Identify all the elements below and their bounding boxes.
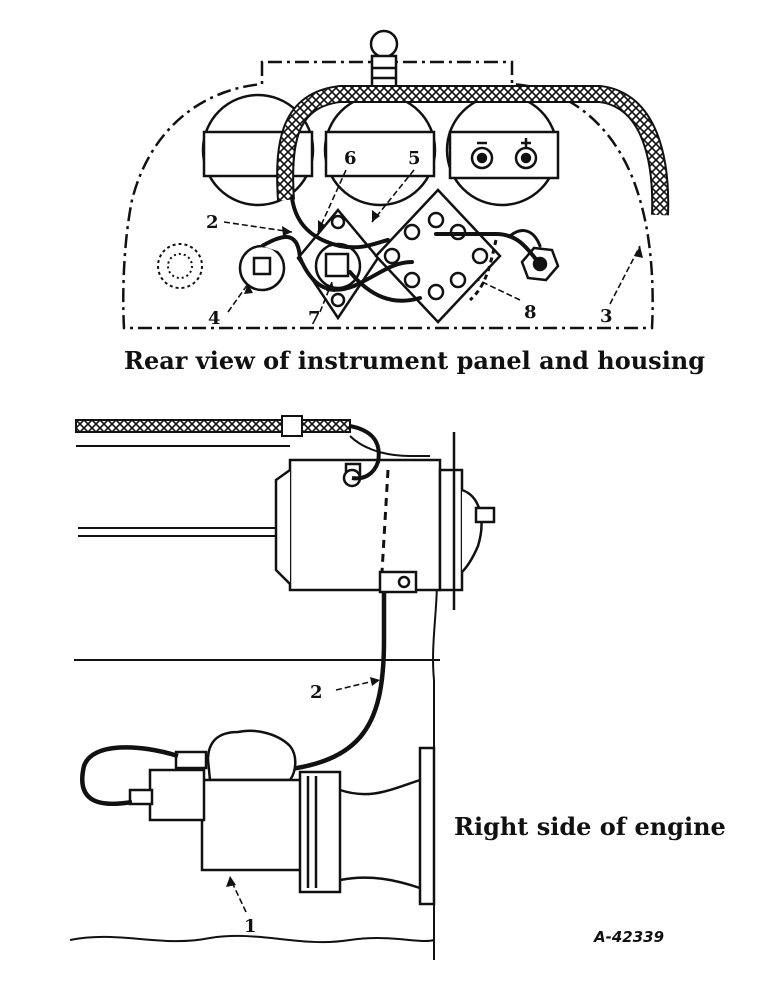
callout-3: 3 (600, 306, 613, 327)
callout-arrowheads-top (244, 210, 643, 294)
top-view-caption: Rear view of instrument panel and housin… (124, 346, 706, 375)
instrument-panel-housing (122, 29, 654, 330)
callout-2-top: 2 (206, 212, 219, 233)
ignition-switch (296, 208, 380, 321)
callout-5: 5 (408, 148, 421, 169)
callout-1: 1 (244, 916, 257, 937)
bottom-view-caption: Right side of engine (454, 812, 726, 841)
engine-harness (75, 419, 351, 433)
callout-7: 7 (308, 308, 321, 329)
ignition-coil (128, 729, 308, 872)
ammeter-terminal (520, 246, 560, 282)
light-socket (157, 243, 203, 289)
figure-id: A-42339 (594, 928, 665, 946)
generator (274, 432, 496, 610)
wiring-harness-braid (278, 87, 668, 216)
callout-arrowheads-bottom (226, 677, 380, 887)
callout-8: 8 (524, 302, 537, 323)
generator-lead (349, 424, 381, 481)
panel-wires (290, 196, 542, 303)
gauge-center (323, 93, 437, 207)
callout-6: 6 (344, 148, 357, 169)
callout-2-bottom: 2 (310, 682, 323, 703)
generator-hidden-wire (380, 469, 390, 573)
ammeter-gauge (445, 93, 560, 207)
callout-4: 4 (208, 308, 221, 329)
panel-light-socket (238, 235, 302, 292)
engine-block (298, 746, 436, 906)
high-tension-wire (80, 745, 179, 807)
harness-clip (281, 415, 303, 437)
